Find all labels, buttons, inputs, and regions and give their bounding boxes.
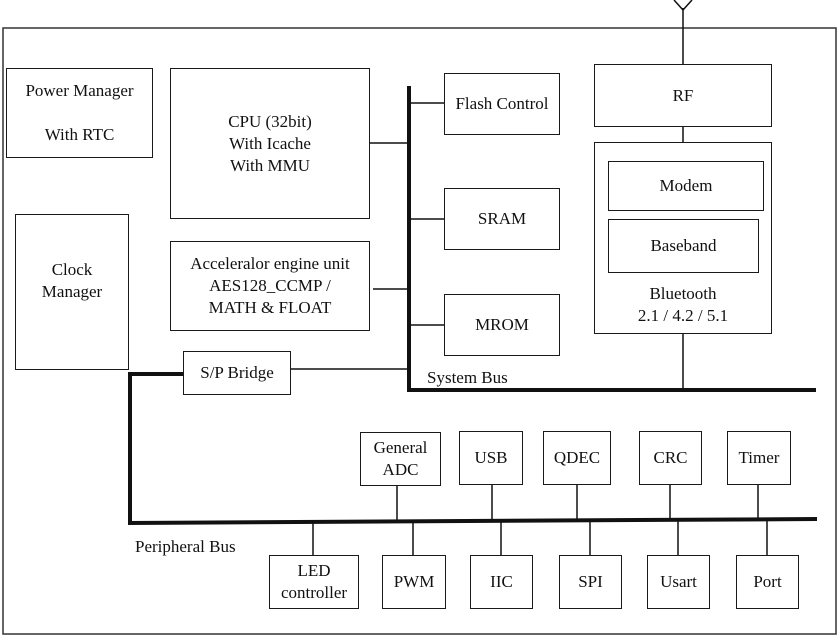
block-label: Modem [659, 176, 713, 195]
peripheral-qdec: QDEC [543, 431, 611, 485]
modem-block: Modem [608, 161, 764, 211]
block-label: With Icache [229, 133, 311, 153]
sram-block: SRAM [444, 188, 560, 250]
peripheral-timer: Timer [727, 431, 791, 485]
block-label: QDEC [553, 448, 601, 467]
peripheral-crc: CRC [639, 431, 702, 485]
chip-border [2, 27, 837, 635]
power-manager-block: Power Manager With RTC [6, 68, 153, 158]
block-label: Power Manager [25, 81, 134, 100]
peripheral-bus-label: Peripheral Bus [135, 537, 236, 556]
accelerator-block: Acceleralor engine unit AES128_CCMP / MA… [170, 241, 370, 331]
block-label: CRC [653, 448, 688, 467]
block-label: IIC [490, 572, 513, 591]
block-label: With MMU [229, 155, 311, 175]
block-label: SPI [578, 572, 603, 591]
block-label: Acceleralor engine unit [190, 254, 350, 273]
block-label: Bluetooth [649, 284, 717, 303]
block-label: Timer [738, 448, 780, 467]
rf-block: RF [594, 64, 772, 127]
block-label: With RTC [44, 125, 115, 144]
block-label: CPU (32bit) [228, 111, 312, 131]
peripheral-iic: IIC [470, 555, 533, 609]
block-label: SRAM [477, 209, 527, 228]
block-label: USB [474, 448, 508, 467]
block-label: Manager [41, 282, 103, 301]
clock-manager-block: Clock Manager [15, 214, 129, 370]
block-label: Port [753, 572, 782, 591]
antenna-icon [673, 0, 693, 64]
peripheral-pwm: PWM [382, 555, 446, 609]
block-label: controller [280, 583, 348, 602]
system-bus [407, 86, 816, 392]
block-label: AES128_CCMP / [209, 276, 331, 295]
peripheral-usb: USB [459, 431, 523, 485]
flash-control-block: Flash Control [444, 73, 560, 135]
mrom-block: MROM [444, 294, 560, 356]
peripheral-usart: Usart [647, 555, 710, 609]
block-label: Usart [660, 572, 697, 591]
peripheral-bus [127, 372, 818, 525]
sp-bridge-block: S/P Bridge [183, 351, 291, 395]
peripheral-port: Port [736, 555, 799, 609]
block-label: Clock [51, 260, 93, 279]
cpu-block: CPU (32bit) With Icache With MMU [170, 68, 370, 219]
block-label: ADC [382, 460, 419, 479]
baseband-block: Baseband [608, 219, 759, 273]
block-label: MATH & FLOAT [208, 298, 332, 317]
block-label: Flash Control [455, 94, 549, 113]
system-bus-label: System Bus [427, 368, 508, 387]
block-label: S/P Bridge [200, 363, 274, 382]
block-label: 2.1 / 4.2 / 5.1 [637, 306, 729, 325]
block-label: MROM [475, 315, 529, 334]
block-label: Baseband [650, 236, 717, 255]
block-label: General [373, 438, 428, 457]
peripheral-led-controller: LED controller [269, 555, 359, 609]
block-label: PWM [393, 572, 435, 591]
block-label: RF [672, 85, 694, 105]
peripheral-spi: SPI [559, 555, 622, 609]
block-label: LED [297, 561, 331, 580]
peripheral-general-adc: General ADC [360, 432, 441, 486]
